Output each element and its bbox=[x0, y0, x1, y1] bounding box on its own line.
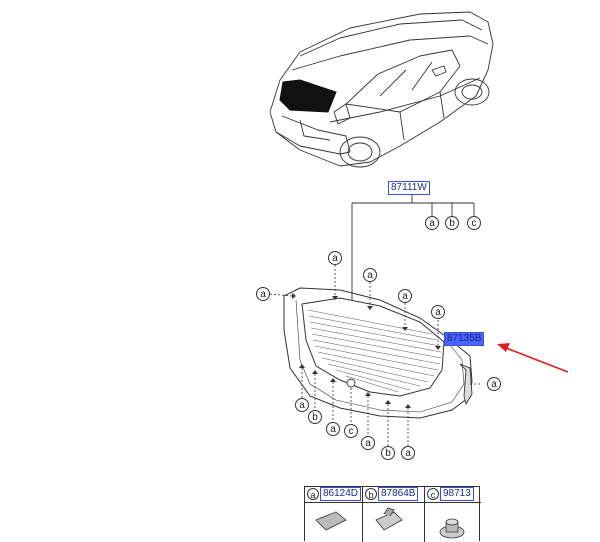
callout-a-top-3: a bbox=[398, 289, 412, 303]
callout-b-bottom-2: b bbox=[381, 446, 395, 460]
callout-c-assembly: c bbox=[467, 216, 481, 230]
callout-b-bottom-1: b bbox=[308, 410, 322, 424]
callout-a-bottom-1: a bbox=[295, 398, 309, 412]
callout-a-top-2: a bbox=[363, 268, 377, 282]
part-label-87111W[interactable]: 87111W bbox=[388, 181, 430, 195]
side-molding-part bbox=[459, 363, 473, 406]
car-rear-glass-highlight bbox=[279, 79, 337, 113]
legend-key-c: c bbox=[427, 488, 439, 500]
callout-a-top-1: a bbox=[328, 251, 342, 265]
callout-a-bottom-4: a bbox=[401, 446, 415, 460]
car-illustration bbox=[269, 11, 494, 168]
callout-a-bottom-2: a bbox=[326, 422, 340, 436]
callout-a-assembly: a bbox=[425, 216, 439, 230]
legend-cell-a: a 86124D bbox=[305, 487, 363, 542]
washer-hole bbox=[346, 378, 356, 388]
legend-table: a 86124D b 87864B c 98713 bbox=[304, 486, 481, 542]
clip-leaders-bottom bbox=[301, 368, 409, 446]
defroster-lines bbox=[307, 309, 442, 393]
red-pointer-arrow bbox=[497, 343, 569, 373]
callout-b-assembly: b bbox=[445, 216, 459, 230]
legend-key-b: b bbox=[365, 488, 377, 500]
legend-cell-b: b 87864B bbox=[363, 487, 425, 542]
legend-part-87864B[interactable]: 87864B bbox=[378, 487, 419, 501]
callout-a-top-4: a bbox=[431, 305, 445, 319]
legend-key-a: a bbox=[307, 488, 319, 500]
legend-part-98713[interactable]: 98713 bbox=[440, 487, 474, 501]
clip-arrows-bottom bbox=[299, 364, 411, 408]
clip-arrows-top bbox=[292, 293, 441, 350]
legend-cell-c: c 98713 bbox=[425, 487, 481, 542]
legend-part-86124D[interactable]: 86124D bbox=[320, 487, 362, 501]
clip-leaders-top bbox=[269, 265, 480, 385]
callout-c-bottom: c bbox=[344, 424, 358, 438]
part-label-87135B[interactable]: 87135B bbox=[444, 332, 485, 346]
callout-a-right: a bbox=[487, 377, 501, 391]
callout-a-left: a bbox=[256, 287, 270, 301]
legend-part-icons bbox=[315, 507, 465, 539]
assembly-leader-lines bbox=[351, 194, 475, 300]
callout-a-bottom-3: a bbox=[361, 436, 375, 450]
